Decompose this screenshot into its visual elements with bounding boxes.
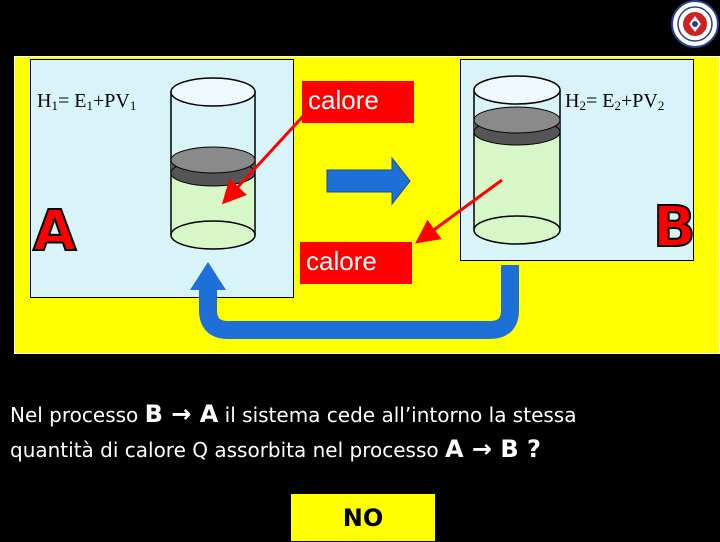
eq-b-end: +PV [621, 90, 658, 112]
caption-line1-pre: Nel processo [10, 403, 145, 427]
eq-a-end: +PV [93, 90, 130, 112]
enthalpy-equation-a: H1= E1+PV1 [37, 90, 136, 114]
eq-a-mid: = E [58, 90, 87, 112]
eq-a-v-sub: 1 [130, 98, 137, 113]
eq-a-h: H [37, 90, 51, 112]
eq-b-v-sub: 2 [658, 98, 665, 113]
state-letter-a: A [33, 204, 76, 260]
answer-label: NO [343, 504, 384, 532]
eq-b-h: H [565, 90, 579, 112]
caption-process-ab: A → B ? [445, 435, 541, 463]
university-seal-icon [671, 0, 719, 48]
state-letter-b: B [653, 200, 696, 256]
answer-box[interactable]: NO [290, 493, 436, 542]
blue-arrow-right [327, 158, 410, 204]
calore-label-top: calore [302, 81, 414, 123]
caption-line2-pre: quantità di calore Q assorbita nel proce… [10, 438, 445, 462]
cylinder-b [474, 76, 560, 244]
caption-process-ba: B → A [145, 400, 219, 428]
enthalpy-equation-b: H2= E2+PV2 [565, 90, 664, 114]
eq-b-mid: = E [586, 90, 615, 112]
calore-label-bottom: calore [300, 242, 412, 284]
cylinder-a [171, 78, 255, 249]
caption-line1-post: il sistema cede all’intorno la stessa [218, 403, 576, 427]
caption: Nel processo B → A il sistema cede all’i… [10, 397, 715, 467]
